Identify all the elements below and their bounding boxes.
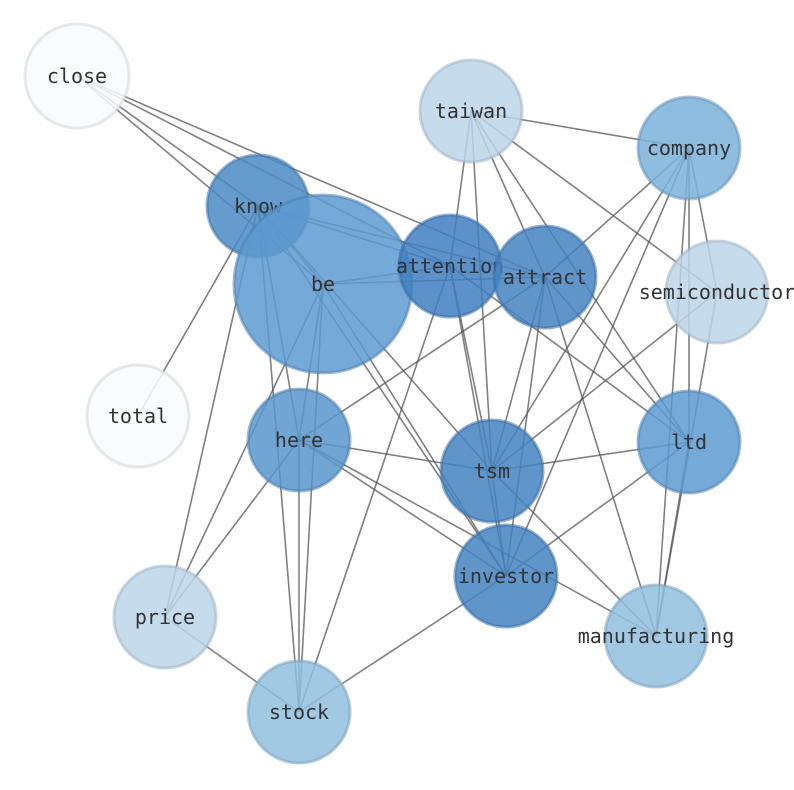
node-circle-attract: [492, 224, 598, 330]
node-ltd: ltd: [636, 389, 742, 495]
node-label-stock: stock: [269, 700, 329, 724]
node-price: price: [112, 564, 218, 670]
node-label-company: company: [647, 136, 731, 160]
node-label-attention: attention: [396, 254, 504, 278]
edge-company-manufacturing: [655, 147, 690, 637]
node-circle-investor: [453, 523, 559, 629]
node-label-be: be: [311, 272, 335, 296]
node-investor: investor: [453, 523, 559, 629]
node-circle-stock: [246, 659, 352, 765]
node-circle-company: [636, 95, 742, 201]
node-label-tsm: tsm: [474, 459, 510, 483]
node-close: close: [23, 22, 131, 130]
node-attract: attract: [492, 224, 598, 330]
node-circle-price: [112, 564, 218, 670]
node-circle-semiconductor: [664, 239, 770, 345]
node-circle-tsm: [439, 418, 545, 524]
node-label-here: here: [275, 428, 323, 452]
node-label-close: close: [47, 64, 107, 88]
edge-attract-manufacturing: [544, 276, 657, 637]
edge-company-tsm: [491, 147, 690, 472]
node-label-manufacturing: manufacturing: [578, 624, 735, 648]
node-label-taiwan: taiwan: [435, 99, 507, 123]
node-stock: stock: [246, 659, 352, 765]
node-semiconductor: semiconductor: [639, 239, 794, 345]
node-be: be: [232, 193, 414, 375]
node-circle-total: [85, 363, 191, 469]
node-taiwan: taiwan: [418, 58, 524, 164]
node-label-price: price: [135, 605, 195, 629]
node-circle-manufacturing: [603, 583, 709, 689]
node-circle-ltd: [636, 389, 742, 495]
node-label-semiconductor: semiconductor: [639, 280, 794, 304]
node-label-total: total: [108, 404, 168, 428]
node-layer: closetaiwancompanyknowbeattentionattract…: [23, 22, 794, 765]
node-circle-close: [23, 22, 131, 130]
node-attention: attention: [396, 213, 504, 319]
node-label-investor: investor: [458, 564, 554, 588]
node-circle-here: [246, 387, 352, 493]
node-company: company: [636, 95, 742, 201]
edge-company-investor: [505, 147, 690, 577]
node-total: total: [85, 363, 191, 469]
node-label-attract: attract: [503, 265, 587, 289]
node-tsm: tsm: [439, 418, 545, 524]
node-here: here: [246, 387, 352, 493]
node-label-ltd: ltd: [671, 430, 707, 454]
node-circle-taiwan: [418, 58, 524, 164]
node-manufacturing: manufacturing: [578, 583, 735, 689]
